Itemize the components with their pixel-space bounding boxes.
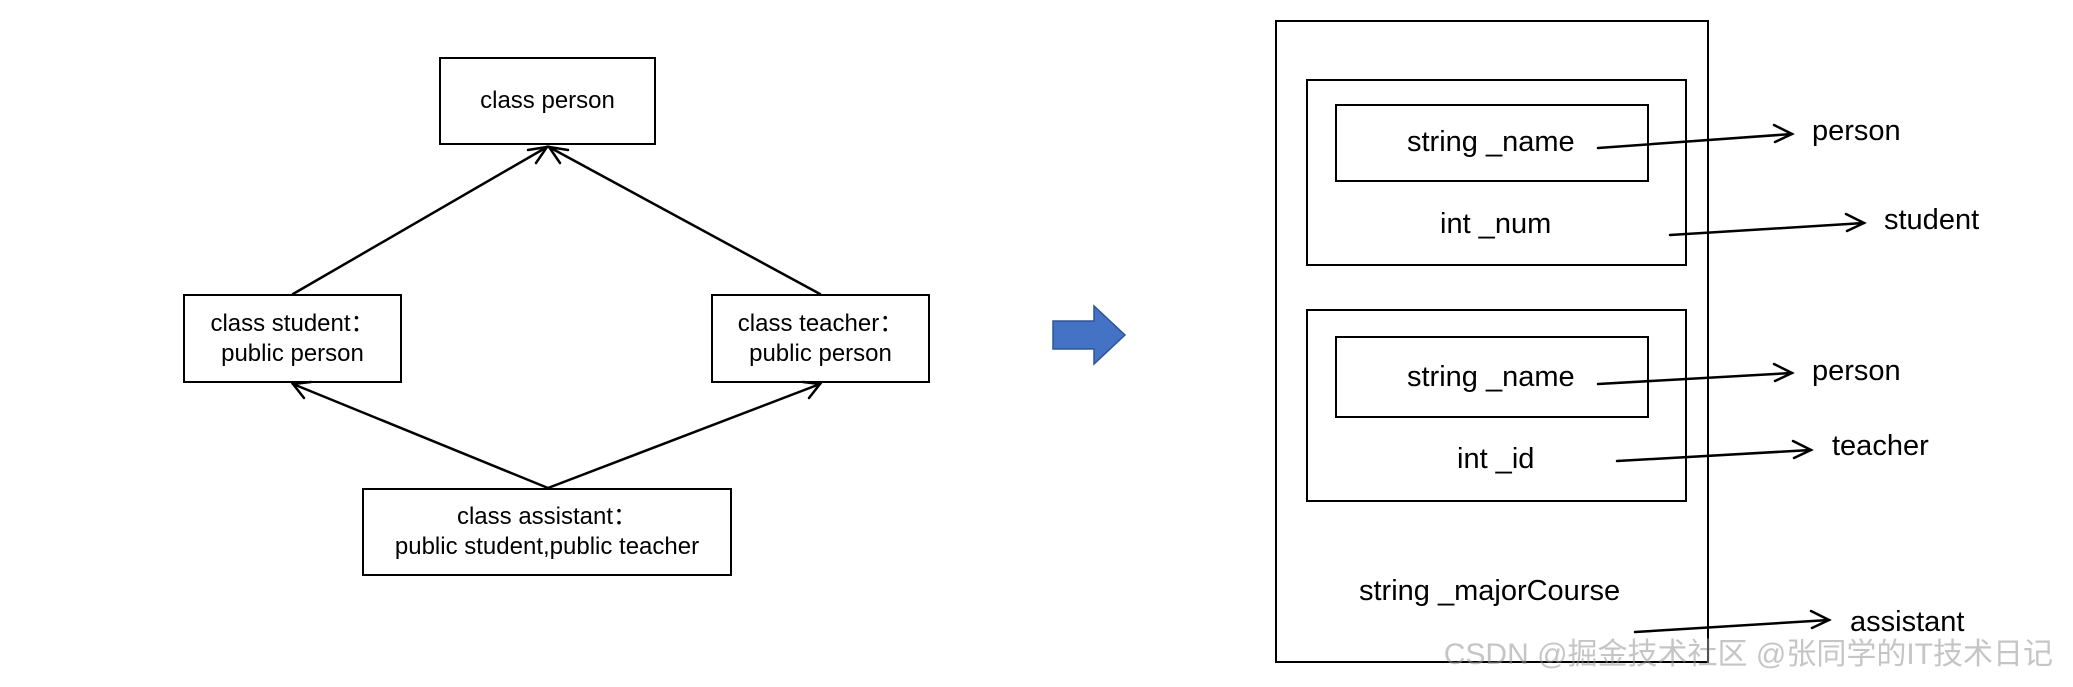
student-subobject-box <box>1306 79 1687 266</box>
arrowhead-assistant-teacher <box>801 380 823 400</box>
person-subobject-box-2 <box>1335 336 1649 418</box>
pointer-id-to-teacher <box>1615 448 1813 463</box>
class-assistant-line1: class assistant： <box>456 503 638 530</box>
assistant-object-outer-box <box>1275 20 1709 663</box>
pointer-head-assistant <box>1809 609 1832 630</box>
person-subobject-box-1 <box>1335 104 1649 182</box>
pointer-major-to-assistant <box>1633 618 1831 634</box>
field-name-1: string _name <box>1407 126 1575 158</box>
label-assistant: assistant <box>1850 606 1965 638</box>
class-student-line2: public person <box>221 339 364 367</box>
watermark: CSDN @掘金技术社区 @张同学的IT技术日记 <box>1443 638 2053 671</box>
pointer-num-to-student <box>1668 221 1866 237</box>
arrowhead-assistant-student <box>290 380 313 400</box>
class-assistant-line2: public student,public teacher <box>394 533 700 560</box>
field-id: int _id <box>1457 443 1535 475</box>
arrowhead-student-person <box>526 145 550 165</box>
pointer-head-teacher <box>1791 439 1814 460</box>
edge-student-to-person <box>291 145 549 296</box>
label-person-2: person <box>1812 355 1901 387</box>
label-person-1: person <box>1812 115 1901 147</box>
class-student-line1: class student： <box>210 309 375 337</box>
label-student: student <box>1884 204 1980 236</box>
pointer-head-person-1 <box>1772 123 1795 144</box>
field-major-course: string _majorCourse <box>1359 575 1621 607</box>
edge-assistant-to-teacher <box>546 382 822 490</box>
pointer-name-2-to-person <box>1596 371 1794 386</box>
edge-assistant-to-student <box>291 382 550 490</box>
field-name-2: string _name <box>1407 361 1575 393</box>
class-teacher-line2: public person <box>749 339 892 367</box>
class-teacher-line1: class teacher： <box>737 309 904 337</box>
pointer-head-person-2 <box>1772 362 1795 383</box>
arrowhead-teacher-person <box>546 145 570 165</box>
class-teacher-box: class teacher： public person <box>711 294 930 383</box>
pointer-name-1-to-person <box>1596 132 1794 150</box>
class-assistant-box: class assistant： public student,public t… <box>362 488 732 576</box>
pointer-head-student <box>1844 212 1867 233</box>
teacher-subobject-box <box>1306 309 1687 502</box>
transform-arrow-icon <box>1052 304 1127 366</box>
field-num: int _num <box>1440 208 1552 240</box>
class-person-label: class person <box>480 87 615 114</box>
class-person-box: class person <box>439 57 656 145</box>
edge-teacher-to-person <box>547 145 822 296</box>
label-teacher: teacher <box>1832 430 1929 462</box>
